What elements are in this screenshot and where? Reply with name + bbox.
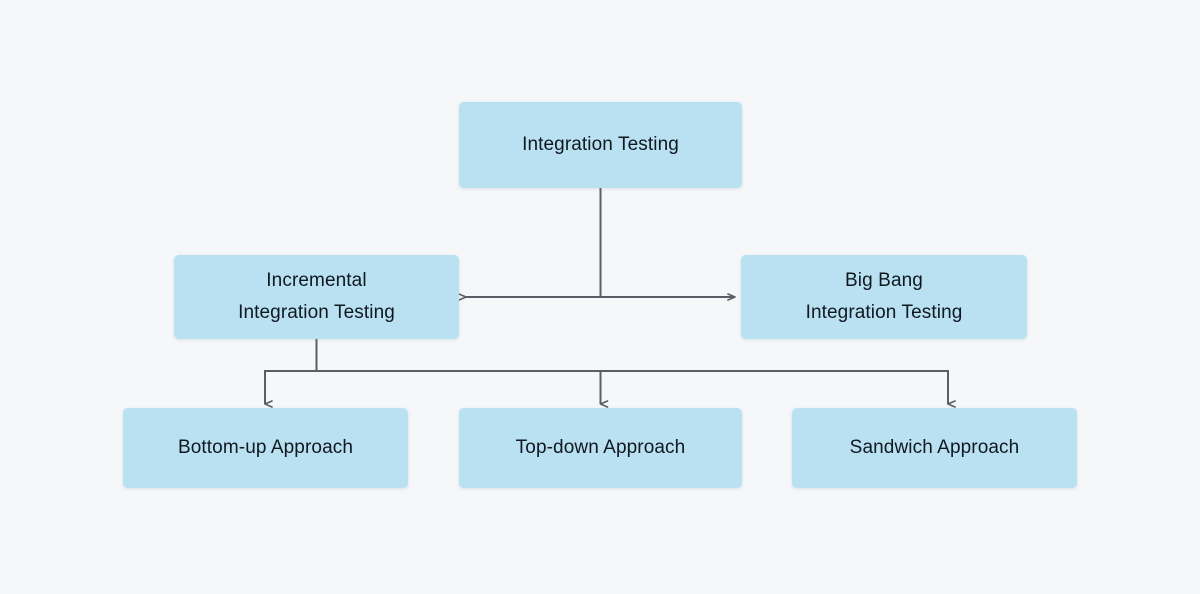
node-sandwich-approach[interactable]: Sandwich Approach [792,408,1077,488]
node-big-bang-integration-testing-label: Big Bang Integration Testing [805,270,963,323]
node-incremental-integration-testing-label: Incremental Integration Testing [238,270,395,323]
node-top-down-approach-label: Top-down Approach [515,437,686,458]
node-bottom-up-approach[interactable]: Bottom-up Approach [123,408,408,488]
node-integration-testing-label: Integration Testing [522,134,679,155]
node-sandwich-approach-label: Sandwich Approach [849,437,1020,458]
node-bottom-up-approach-label: Bottom-up Approach [177,437,354,458]
node-big-bang-integration-testing[interactable]: Big Bang Integration Testing [741,255,1027,339]
node-top-down-approach[interactable]: Top-down Approach [459,408,742,488]
node-integration-testing[interactable]: Integration Testing [459,102,742,188]
node-incremental-integration-testing[interactable]: Incremental Integration Testing [174,255,459,339]
